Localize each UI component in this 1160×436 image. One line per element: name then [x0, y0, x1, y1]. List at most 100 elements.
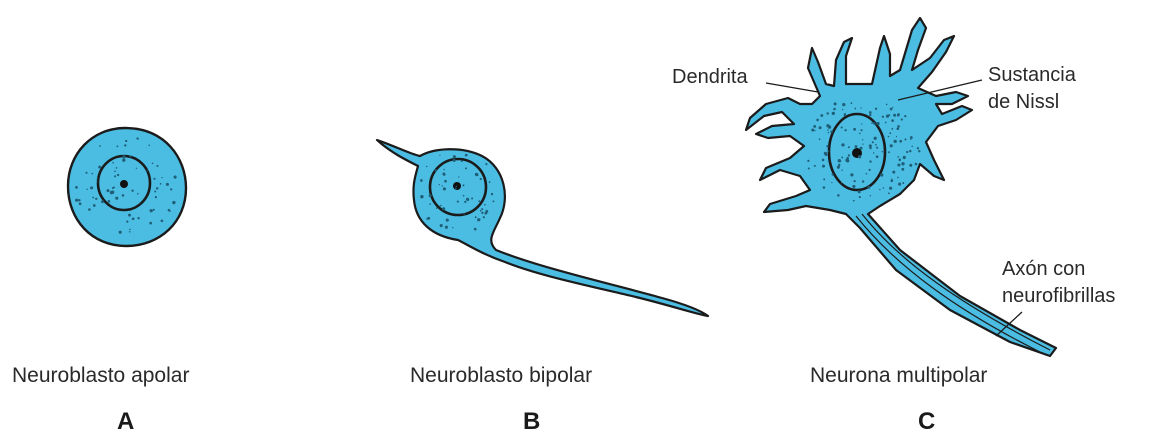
stipple-dot [832, 173, 834, 175]
stipple-dot [75, 199, 78, 202]
stipple-dot [471, 198, 473, 200]
stipple-dot [457, 201, 459, 203]
panel-letter-c: C [918, 408, 935, 436]
stipple-dot [844, 129, 846, 131]
stipple-dot [99, 145, 101, 147]
stipple-dot [463, 214, 464, 215]
stipple-dot [883, 187, 885, 189]
nissl-label-line-2: de Nissl [988, 89, 1076, 116]
stipple-dot [902, 182, 904, 184]
stipple-dot [841, 156, 843, 158]
stipple-dot [443, 187, 446, 190]
stipple-dot [154, 191, 156, 193]
stipple-dot [918, 150, 920, 152]
stipple-dot [485, 210, 488, 213]
stipple-dot [897, 163, 900, 166]
stipple-dot [823, 178, 825, 180]
bipolar-neuroblast-illustration [377, 140, 708, 316]
stipple-dot [172, 201, 175, 204]
nissl-substance-label: Sustancia de Nissl [988, 62, 1076, 116]
stipple-dot [137, 193, 139, 195]
axon-label-line-2: neurofibrillas [1002, 283, 1115, 310]
stipple-dot [892, 107, 893, 108]
stipple-dot [885, 122, 887, 124]
stipple-dot [858, 155, 861, 158]
stipple-dot [909, 164, 912, 167]
stipple-dot [155, 196, 157, 198]
stipple-dot [867, 186, 870, 189]
stipple-dot [837, 194, 840, 197]
stipple-dot [429, 194, 432, 197]
stipple-dot [904, 115, 906, 117]
stipple-dot [129, 156, 131, 158]
stipple-dot [871, 122, 873, 124]
stipple-dot [147, 170, 148, 171]
stipple-dot [866, 173, 868, 175]
stipple-dot [910, 139, 911, 140]
stipple-dot [838, 164, 840, 166]
stipple-dot [859, 196, 861, 198]
stipple-dot [443, 169, 444, 170]
stipple-dot [156, 165, 158, 167]
stipple-dot [453, 155, 456, 158]
stipple-dot [108, 200, 111, 203]
stipple-dot [75, 186, 78, 189]
stipple-dot [896, 136, 897, 137]
stipple-dot [879, 189, 880, 190]
stipple-dot [855, 145, 858, 148]
stipple-dot [95, 198, 97, 200]
stipple-dot [853, 200, 855, 202]
stipple-dot [816, 119, 819, 122]
stipple-dot [136, 168, 137, 169]
stipple-dot [897, 114, 900, 117]
stipple-dot [893, 114, 896, 117]
caption-apolar: Neuroblasto apolar [12, 364, 189, 388]
caption-multipolar: Neurona multipolar [810, 364, 987, 388]
stipple-dot [150, 209, 153, 212]
stipple-dot [137, 217, 139, 219]
stipple-dot [122, 159, 125, 162]
stipple-dot [910, 136, 913, 139]
stipple-dot [891, 178, 893, 180]
stipple-dot [117, 145, 119, 147]
stipple-dot [854, 108, 856, 110]
stipple-dot [888, 192, 890, 194]
stipple-dot [828, 160, 830, 162]
stipple-dot [846, 159, 849, 162]
stipple-dot [444, 180, 447, 183]
stipple-dot [880, 173, 883, 176]
stipple-dot [453, 159, 456, 162]
stipple-dot [445, 226, 448, 229]
stipple-dot [452, 227, 453, 228]
stipple-dot [842, 103, 845, 106]
stipple-dot [148, 145, 150, 147]
stipple-dot [901, 118, 903, 120]
stipple-dot [112, 162, 114, 164]
stipple-dot [886, 104, 888, 106]
stipple-dot [174, 176, 177, 179]
stipple-dot [861, 123, 862, 124]
stipple-dot [463, 195, 465, 197]
stipple-dot [442, 173, 445, 176]
stipple-dot [122, 194, 125, 197]
stipple-dot [97, 178, 99, 180]
stipple-dot [88, 208, 91, 211]
stipple-dot [876, 155, 879, 158]
stipple-dot [90, 186, 93, 189]
stipple-dot [79, 202, 82, 205]
stipple-dot [869, 144, 872, 147]
stipple-dot [465, 167, 467, 169]
stipple-dot [825, 153, 828, 156]
stipple-dot [92, 197, 94, 199]
stipple-dot [860, 147, 863, 150]
stipple-dot [442, 185, 443, 186]
stipple-dot [97, 181, 98, 182]
stipple-dot [455, 188, 457, 190]
stipple-dot [420, 195, 423, 198]
stipple-dot [860, 129, 862, 131]
stipple-dot [458, 176, 459, 177]
stipple-dot [160, 183, 162, 185]
stipple-dot [480, 210, 482, 212]
stipple-dot [888, 136, 890, 138]
stipple-dot [848, 154, 850, 156]
